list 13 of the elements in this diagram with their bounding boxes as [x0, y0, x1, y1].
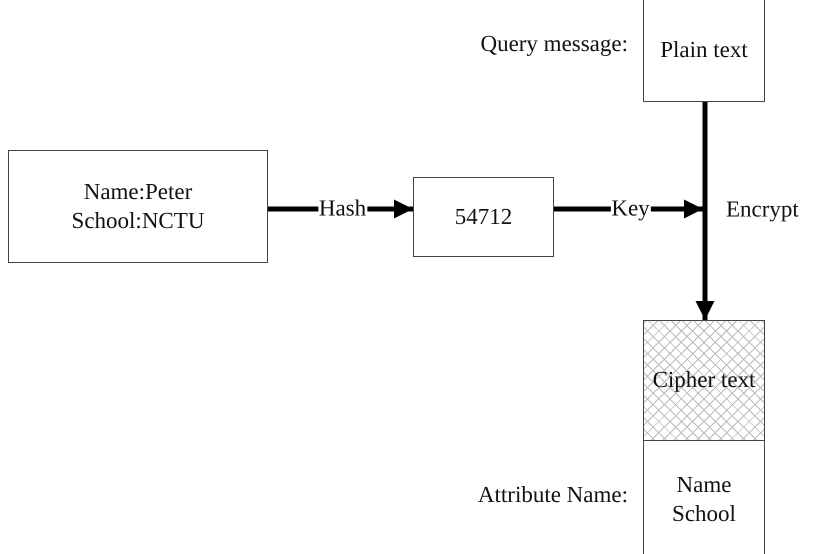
- box-text: 54712: [454, 202, 514, 231]
- box-text: Name School: [671, 471, 737, 528]
- box-text: Plain text: [659, 36, 749, 64]
- process-box: [8, 150, 268, 263]
- box-text: Name:Peter School:NCTU: [70, 178, 206, 234]
- side-label: Query message:: [480, 31, 628, 57]
- process-box: [643, 0, 765, 102]
- arrow: [696, 102, 714, 320]
- process-box: [643, 320, 765, 441]
- side-label: Attribute Name:: [478, 482, 628, 508]
- process-box: [413, 177, 554, 257]
- process-box: [643, 440, 765, 554]
- box-text: Cipher text: [652, 366, 756, 394]
